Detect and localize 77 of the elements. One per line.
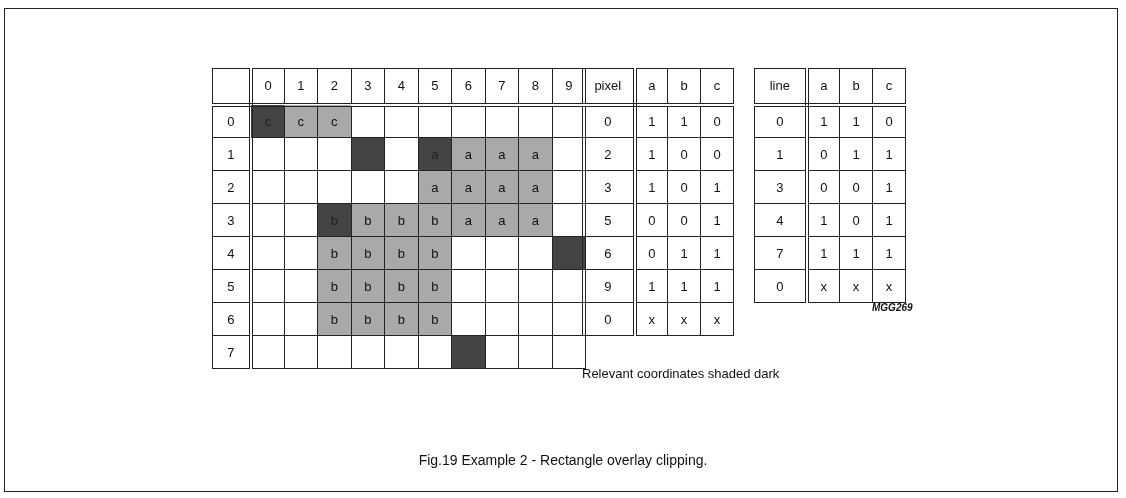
bit-value: x [634,302,668,336]
column-number: 8 [518,68,552,105]
bit-value: 1 [872,170,906,204]
bit-value: 0 [806,170,840,204]
coordinate-value: 3 [754,170,807,204]
column-number: 7 [485,68,519,105]
column-header: a [634,68,668,105]
row-number: 6 [212,302,251,336]
column-header: b [839,68,873,105]
column-number: 3 [351,68,385,105]
column-header: a [806,68,840,105]
bit-value: 1 [806,203,840,237]
bit-value: 0 [667,203,701,237]
bit-value: 1 [667,104,701,138]
figure-caption: Fig.19 Example 2 - Rectangle overlay clipping. [417,452,709,468]
bit-value: 1 [806,104,840,138]
coordinate-value: 6 [582,236,635,270]
bit-value: 1 [839,104,873,138]
bit-value: 0 [667,137,701,171]
bit-value: 1 [872,236,906,270]
bit-value: 1 [806,236,840,270]
column-number: 9 [552,68,586,105]
bit-value: 1 [667,236,701,270]
coordinate-value: 9 [582,269,635,303]
coordinate-value: 0 [754,104,807,138]
bit-value: 1 [700,203,734,237]
bit-value: 1 [700,236,734,270]
bit-value: 0 [806,137,840,171]
bit-value: 0 [700,104,734,138]
bit-value: 1 [839,137,873,171]
bit-value: 0 [700,137,734,171]
bit-value: 1 [700,170,734,204]
bit-value: x [872,269,906,303]
row-number: 4 [212,236,251,270]
coordinate-value: 5 [582,203,635,237]
bit-value: 1 [872,137,906,171]
row-number: 1 [212,137,251,171]
column-header: pixel [582,68,635,105]
bit-value: 0 [872,104,906,138]
bit-value: 1 [634,269,668,303]
coordinate-value: 4 [754,203,807,237]
row-number: 7 [212,335,251,369]
column-number: 5 [418,68,452,105]
bit-value: 1 [839,236,873,270]
figure-code: MGG269 [872,302,913,313]
bit-value: x [839,269,873,303]
column-number: 6 [451,68,485,105]
bit-value: 1 [634,170,668,204]
bit-value: 1 [700,269,734,303]
bit-value: x [667,302,701,336]
column-header: b [667,68,701,105]
bit-value: x [806,269,840,303]
coordinate-value: 0 [582,104,635,138]
coordinate-value: 1 [754,137,807,171]
coordinate-value: 2 [582,137,635,171]
bit-value: 1 [634,137,668,171]
bit-value: 0 [634,236,668,270]
row-number: 5 [212,269,251,303]
bit-value: 1 [667,269,701,303]
bit-value: 0 [839,203,873,237]
coordinate-value: 3 [582,170,635,204]
column-header: line [754,68,807,105]
row-number: 2 [212,170,251,204]
coordinate-value: 0 [582,302,635,336]
column-header: c [700,68,734,105]
bit-value: 1 [634,104,668,138]
column-number: 4 [384,68,418,105]
bit-value: 0 [667,170,701,204]
coordinate-value: 7 [754,236,807,270]
bit-value: 0 [839,170,873,204]
coordinate-value: 0 [754,269,807,303]
bit-value: 1 [872,203,906,237]
bit-value: x [700,302,734,336]
column-header: c [872,68,906,105]
note-text: Relevant coordinates shaded dark [582,366,780,381]
bit-value: 0 [634,203,668,237]
row-number: 3 [212,203,251,237]
